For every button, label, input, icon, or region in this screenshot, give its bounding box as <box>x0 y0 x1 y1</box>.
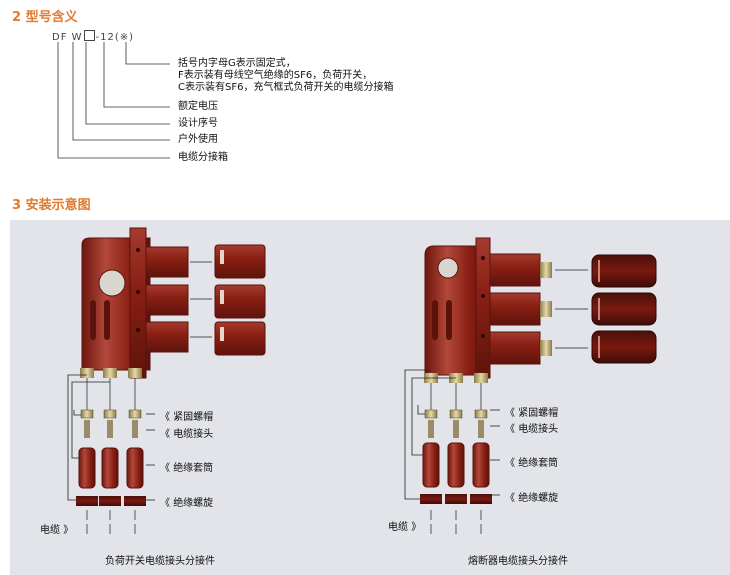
left-locknut-1 <box>80 409 94 419</box>
arrow-icon: 《 <box>160 463 170 474</box>
left-sleeve-3 <box>126 447 144 489</box>
section-title-model-meaning: 2 型号含义 <box>12 10 78 25</box>
right-label-cable: 电缆 》 <box>388 518 421 533</box>
right-diagram-caption: 熔断器电缆接头分接件 <box>468 556 568 567</box>
left-screw-2 <box>99 496 121 506</box>
meaning-mark-line3: C表示装有SF6，充气框式负荷开关的电缆分接箱 <box>178 82 394 93</box>
left-label-cable-joint: 《 电缆接头 <box>160 425 213 440</box>
arrow-icon: 《 <box>160 429 170 440</box>
left-sleeve-1 <box>78 447 96 489</box>
right-label-locknut: 《 紧固螺帽 <box>505 404 558 419</box>
left-diagram-caption: 负荷开关电缆接头分接件 <box>105 556 215 567</box>
left-label-screw: 《 绝缘螺旋 <box>160 494 213 509</box>
model-code-prefix: DF W <box>52 32 83 43</box>
left-label-locknut-text: 紧固螺帽 <box>173 412 214 423</box>
left-label-locknut: 《 紧固螺帽 <box>160 408 213 423</box>
left-locknut-3 <box>128 409 142 419</box>
model-code-paren: (※) <box>114 32 135 43</box>
arrow-icon: 《 <box>505 408 515 419</box>
left-housing-slot-1 <box>90 300 96 340</box>
right-label-cable-joint: 《 电缆接头 <box>505 420 558 435</box>
meaning-mark: 括号内字母G表示固定式， F表示装有母线空气绝缘的SF6，负荷开关， C表示装有… <box>178 58 393 94</box>
arrow-right-icon: 》 <box>63 525 74 536</box>
model-code-suffix: -12 <box>95 32 115 43</box>
left-plug-2 <box>214 284 266 319</box>
right-label-cable-joint-text: 电缆接头 <box>518 424 559 435</box>
meaning-mark-line1: 括号内字母G表示固定式， <box>178 58 296 69</box>
right-fuse-1 <box>591 254 657 288</box>
left-screw-3 <box>124 496 146 506</box>
model-code-placeholder-box <box>83 30 95 41</box>
left-label-cable: 电缆 》 <box>40 521 73 536</box>
meaning-outdoor-use: 户外使用 <box>178 134 218 145</box>
right-label-cable-text: 电缆 <box>388 522 408 533</box>
right-label-sleeve: 《 绝缘套筒 <box>505 454 558 469</box>
left-label-sleeve-text: 绝缘套筒 <box>173 463 214 474</box>
arrow-icon: 《 <box>160 498 170 509</box>
left-plug-3 <box>214 321 266 356</box>
right-label-screw: 《 绝缘螺旋 <box>505 489 558 504</box>
right-label-locknut-text: 紧固螺帽 <box>518 408 559 419</box>
meaning-mark-line2: F表示装有母线空气绝缘的SF6，负荷开关， <box>178 70 373 81</box>
left-screw-1 <box>76 496 98 506</box>
model-code: DF W -12(※) <box>52 30 134 43</box>
right-fuse-3 <box>591 330 657 364</box>
meaning-cable-box: 电缆分接箱 <box>178 152 228 163</box>
left-label-cable-text: 电缆 <box>40 525 60 536</box>
right-diagram <box>404 237 657 534</box>
left-label-sleeve: 《 绝缘套筒 <box>160 459 213 474</box>
right-label-screw-text: 绝缘螺旋 <box>518 493 559 504</box>
left-arm-1 <box>145 246 189 278</box>
left-arm-3 <box>145 321 189 353</box>
left-diagram <box>67 227 266 534</box>
arrow-right-icon: 》 <box>411 522 422 533</box>
right-housing-hole <box>437 257 459 279</box>
left-arm-2 <box>145 284 189 316</box>
right-sleeve-3 <box>472 442 490 488</box>
left-plug-1 <box>214 244 266 279</box>
arrow-icon: 《 <box>505 493 515 504</box>
arrow-icon: 《 <box>505 424 515 435</box>
right-arm-2 <box>489 292 541 326</box>
left-housing-hole <box>98 269 126 297</box>
right-sleeve-2 <box>447 442 465 488</box>
left-housing-slot-2 <box>104 300 110 340</box>
meaning-design-serial: 设计序号 <box>178 118 218 129</box>
right-fuse-2 <box>591 292 657 326</box>
arrow-icon: 《 <box>160 412 170 423</box>
right-arm-3 <box>489 331 541 365</box>
arrow-icon: 《 <box>505 458 515 469</box>
left-label-cable-joint-text: 电缆接头 <box>173 429 214 440</box>
meaning-rated-voltage: 额定电压 <box>178 101 218 112</box>
right-arm-1 <box>489 253 541 287</box>
left-locknut-2 <box>103 409 117 419</box>
left-sleeve-2 <box>101 447 119 489</box>
section-title-installation: 3 安装示意图 <box>12 198 91 213</box>
model-code-leader-lines <box>57 42 170 159</box>
left-label-screw-text: 绝缘螺旋 <box>173 498 214 509</box>
right-sleeve-1 <box>422 442 440 488</box>
right-label-sleeve-text: 绝缘套筒 <box>518 458 559 469</box>
